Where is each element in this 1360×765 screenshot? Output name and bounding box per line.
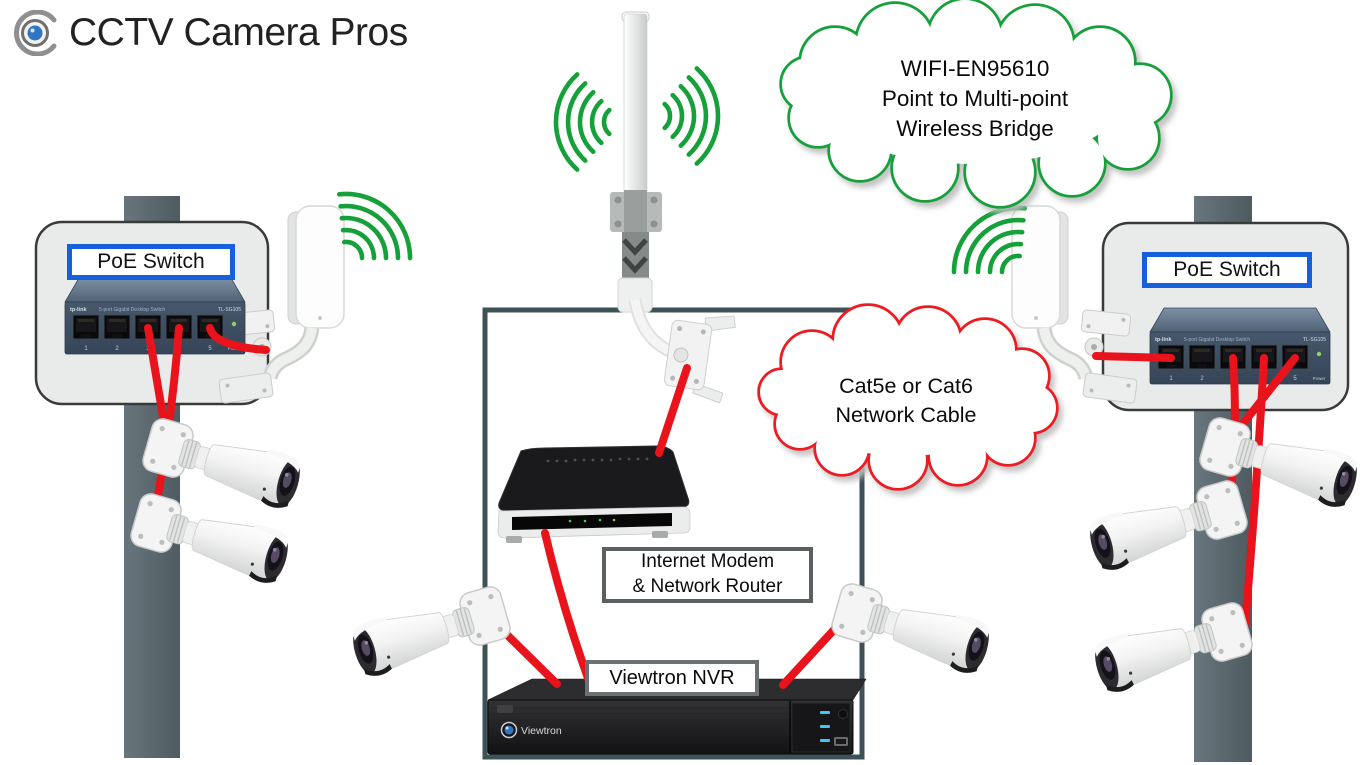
omni-antenna <box>610 11 736 404</box>
cable-antenna-to-modem <box>655 364 691 457</box>
nvr-led <box>820 711 830 714</box>
wireless-bridge-cloud <box>779 0 1173 209</box>
network-cable-cloud-label: Cat5e or Cat6 Network Cable <box>788 372 1024 430</box>
security-camera <box>346 583 514 681</box>
modem-vents <box>546 457 649 463</box>
cable-switch-to-bridge <box>1092 352 1175 362</box>
nvr-brand-text: Viewtron <box>521 725 562 737</box>
building-outline <box>482 307 865 760</box>
modem-label-line: & Network Router <box>632 576 783 597</box>
cloud-text-line: Wireless Bridge <box>896 115 1054 141</box>
right-poe-switch-device <box>1149 307 1331 385</box>
network-cable-cloud <box>757 303 1059 491</box>
wifi-signal-icon <box>665 68 718 163</box>
cloud-text-line: Point to Multi-point <box>881 85 1069 111</box>
cable-switch-to-bridge <box>206 324 270 354</box>
brand-name: CCTV Camera Pros <box>69 11 408 54</box>
cloud-text-line: WIFI-EN95610 <box>900 56 1050 81</box>
camera-lens-icon <box>14 10 57 56</box>
wifi-signal-icon <box>556 74 609 169</box>
poe-switch-label-right: PoE Switch <box>1142 252 1312 288</box>
modem-router-device <box>497 445 691 543</box>
security-camera <box>828 580 996 678</box>
poe-switch-label-left: PoE Switch <box>67 244 235 280</box>
nvr-label: Viewtron NVR <box>585 660 759 696</box>
modem-label-line: Internet Modem <box>640 551 775 573</box>
cable-modem-to-nvr <box>541 529 593 685</box>
nvr-led <box>820 725 830 728</box>
cloud-text-line: Network Cable <box>835 403 977 428</box>
wireless-bridge-cloud-label: WIFI-EN95610 Point to Multi-point Wirele… <box>820 54 1130 144</box>
cloud-text-line: Cat5e or Cat6 <box>839 374 973 398</box>
brand-logo: CCTV Camera Pros <box>14 10 408 56</box>
modem-label: Internet Modem & Network Router <box>602 547 813 603</box>
nvr-led <box>820 739 830 742</box>
